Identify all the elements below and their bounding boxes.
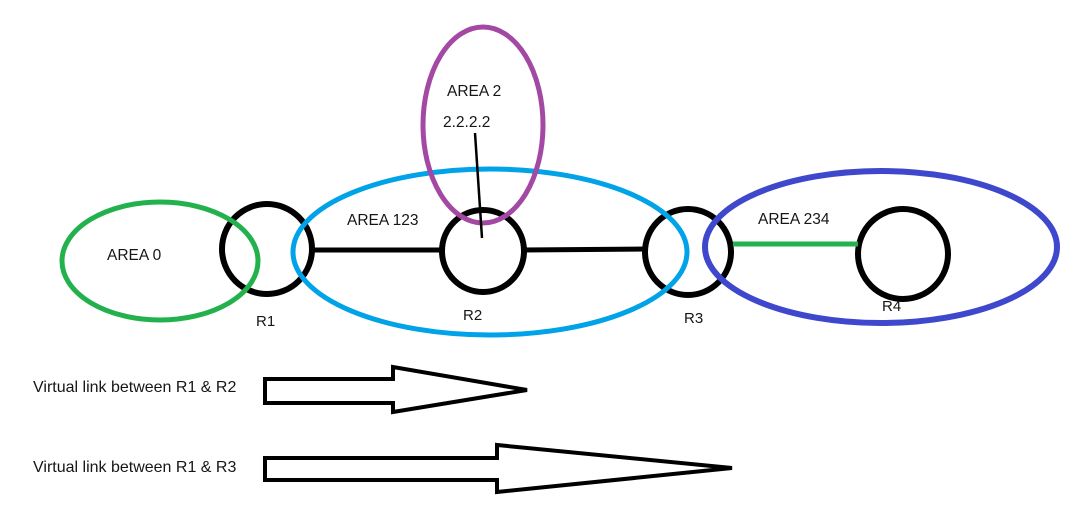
router-r1-circle: [219, 201, 315, 297]
link-r2-r3-line: [521, 246, 648, 253]
virtual-link-r1-r2-label: Virtual link between R1 & R2: [33, 379, 236, 396]
router-r3-circle: [642, 206, 734, 298]
virtual-link-r1-r3-label: Virtual link between R1 & R3: [33, 459, 236, 476]
router-r3-label: R3: [684, 310, 703, 327]
area0-ellipse: [59, 199, 261, 323]
area2-pointer-line: [473, 132, 484, 239]
area123-ellipse: [290, 166, 690, 338]
area2-router-id-label: 2.2.2.2: [443, 114, 490, 131]
virtual-link-r1-r2-arrow: [263, 364, 528, 415]
router-r4-circle: [855, 206, 951, 302]
router-r1-label: R1: [256, 313, 275, 330]
area2-label: AREA 2: [447, 83, 501, 100]
router-r2-circle: [439, 207, 527, 295]
virtual-link-r1-r3-arrow: [263, 442, 733, 495]
area123-label: AREA 123: [347, 212, 419, 229]
area2-ellipse: [420, 24, 546, 226]
router-r4-label: R4: [882, 298, 901, 315]
area0-label: AREA 0: [107, 247, 162, 264]
area234-ellipse: [702, 168, 1060, 326]
router-r2-label: R2: [463, 307, 482, 324]
area234-label: AREA 234: [758, 211, 830, 228]
